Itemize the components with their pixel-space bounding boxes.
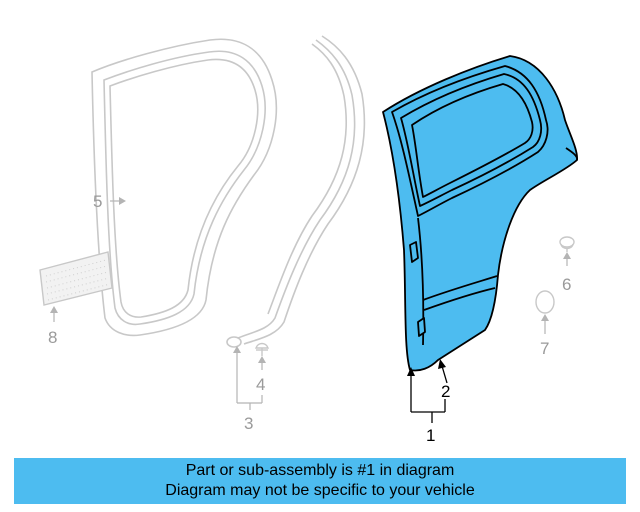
callout-2: 2	[441, 382, 450, 401]
callout-5: 5	[93, 192, 102, 211]
door-bumper-icon	[559, 236, 575, 252]
diagram-notice-banner: Part or sub-assembly is #1 in diagram Di…	[14, 458, 626, 504]
rear-door-shell	[382, 55, 578, 372]
plug-icon	[535, 290, 555, 314]
callout-4: 4	[256, 375, 265, 394]
callout-3: 3	[244, 414, 253, 433]
banner-line-2: Diagram may not be specific to your vehi…	[165, 482, 475, 499]
callout-7: 7	[540, 339, 549, 358]
leader-lines	[410, 365, 448, 423]
callout-6: 6	[562, 275, 571, 294]
arrowheads	[407, 359, 446, 376]
ghost-arrowheads	[50, 197, 571, 363]
parts-diagram: 1 2 3 4 5 6 7 8	[39, 35, 578, 445]
banner-line-1: Part or sub-assembly is #1 in diagram	[185, 462, 455, 479]
weatherstrip-seal	[91, 38, 278, 337]
callout-8: 8	[48, 328, 57, 347]
callout-1: 1	[426, 426, 435, 445]
clip-icon	[255, 342, 269, 356]
glass-run-channel	[226, 35, 366, 348]
insulator-pad	[39, 251, 113, 306]
